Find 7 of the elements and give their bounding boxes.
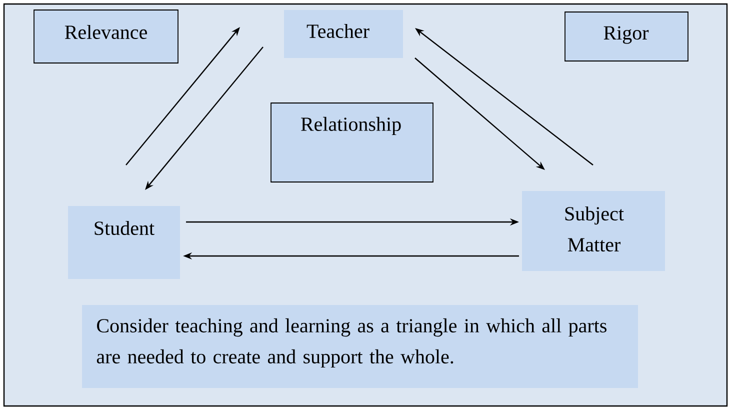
note-box: Consider teaching and learning as a triangle in which all parts are needed to create and support the whole. [82,305,638,388]
concept-box: Relationship [270,102,434,182]
concept-box: Rigor [564,12,688,62]
concept-box: Relevance [34,10,178,64]
concept-box: Teacher [284,10,403,58]
concept-box: Student [68,206,180,279]
concept-box: Subject Matter [522,191,665,271]
